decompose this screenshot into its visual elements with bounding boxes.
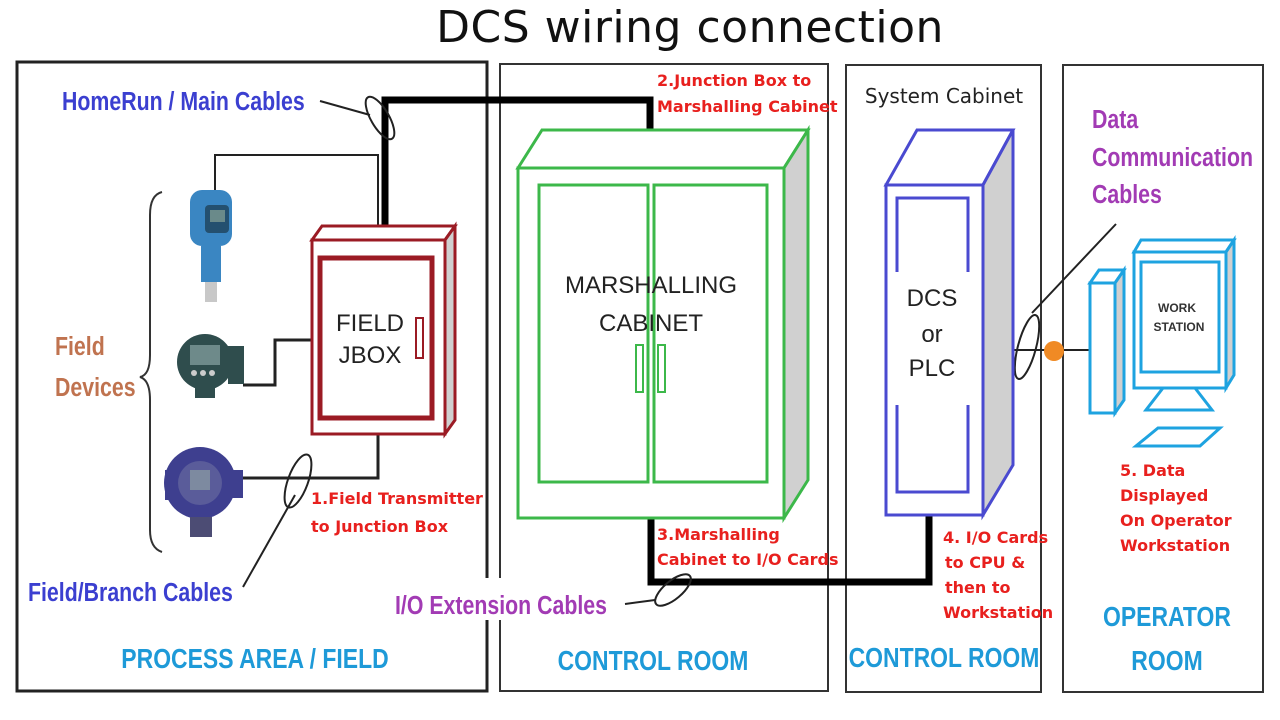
border-gap <box>484 578 504 620</box>
step2-line2: Marshalling Cabinet <box>657 97 838 116</box>
step5-line2: Displayed <box>1120 486 1208 505</box>
dcs-cabinet: DCS or PLC <box>883 128 1016 521</box>
branch-leader <box>242 494 296 588</box>
process-area-label: PROCESS AREA / FIELD <box>121 644 388 675</box>
connector-icon <box>1044 341 1064 361</box>
data-comm-label-2: Communication <box>1092 143 1253 173</box>
step4-line3: then to <box>945 578 1011 597</box>
jbox-label-1: FIELD <box>336 310 404 337</box>
field-transmitter-icon <box>164 447 243 537</box>
io-ext-bundle-icon <box>654 573 692 607</box>
step5-line4: Workstation <box>1120 536 1230 555</box>
field-jbox: FIELD JBOX <box>309 221 458 439</box>
dcs-label-1: DCS <box>907 285 958 312</box>
step2-line1: 2.Junction Box to <box>657 71 811 90</box>
data-comm-leader <box>1031 223 1117 314</box>
operator-room-label-2: ROOM <box>1131 646 1202 677</box>
field-devices-label-2: Devices <box>55 373 136 403</box>
step4-line4: Workstation <box>943 603 1053 622</box>
zone-operator-room <box>1062 64 1264 693</box>
workstation-icon: WORK STATION <box>1087 235 1237 448</box>
step3-line1: 3.Marshalling <box>657 525 780 544</box>
zone-process-area <box>15 60 489 693</box>
io-extension-cables-label: I/O Extension Cables <box>395 591 607 621</box>
step4-line2: to CPU & <box>945 553 1025 572</box>
field-branch-cables-label: Field/Branch Cables <box>28 578 233 608</box>
homerun-bundle-icon <box>364 95 396 141</box>
data-comm-label-3: Cables <box>1092 180 1162 210</box>
step3-line2: Cabinet to I/O Cards <box>657 550 839 569</box>
step5-line3: On Operator <box>1120 511 1232 530</box>
dcs-label-2: or <box>921 321 942 348</box>
field-devices-brace <box>139 191 163 553</box>
operator-room-label-1: OPERATOR <box>1103 602 1231 633</box>
io-extension-cable <box>647 515 933 586</box>
control-room-label-2: CONTROL ROOM <box>849 643 1040 674</box>
marshalling-label-1: MARSHALLING <box>565 272 737 299</box>
system-cabinet-label: System Cabinet <box>865 84 1023 108</box>
io-ext-leader <box>624 599 656 605</box>
step1-line1: 1.Field Transmitter <box>311 489 483 508</box>
workstation-label-2: STATION <box>1154 320 1205 334</box>
marshalling-label-2: CABINET <box>599 310 703 337</box>
diagram-title: DCS wiring connection <box>436 2 944 53</box>
workstation-label-1: WORK <box>1158 301 1196 315</box>
step1-line2: to Junction Box <box>311 517 449 536</box>
step4-line1: 4. I/O Cards <box>943 528 1048 547</box>
data-comm-bundle-icon <box>1013 314 1041 380</box>
device2-wire <box>243 338 312 387</box>
field-devices-label-1: Field <box>55 332 105 362</box>
step5-line1: 5. Data <box>1120 461 1185 480</box>
control-room-label-1: CONTROL ROOM <box>558 646 749 677</box>
jbox-label-2: JBOX <box>339 342 402 369</box>
indicator-transmitter-icon <box>177 334 244 398</box>
marshalling-cabinet: MARSHALLING CABINET <box>515 124 811 524</box>
homerun-cables-label: HomeRun / Main Cables <box>62 87 305 117</box>
zone-control-room-1 <box>499 63 829 692</box>
zone-control-room-2 <box>845 64 1042 693</box>
branch-bundle-icon <box>283 453 313 509</box>
dcs-label-3: PLC <box>909 355 956 382</box>
pressure-transmitter-icon <box>190 190 232 302</box>
homerun-leader <box>319 100 371 116</box>
data-comm-label-1: Data <box>1092 105 1139 135</box>
device1-wire <box>214 154 379 240</box>
